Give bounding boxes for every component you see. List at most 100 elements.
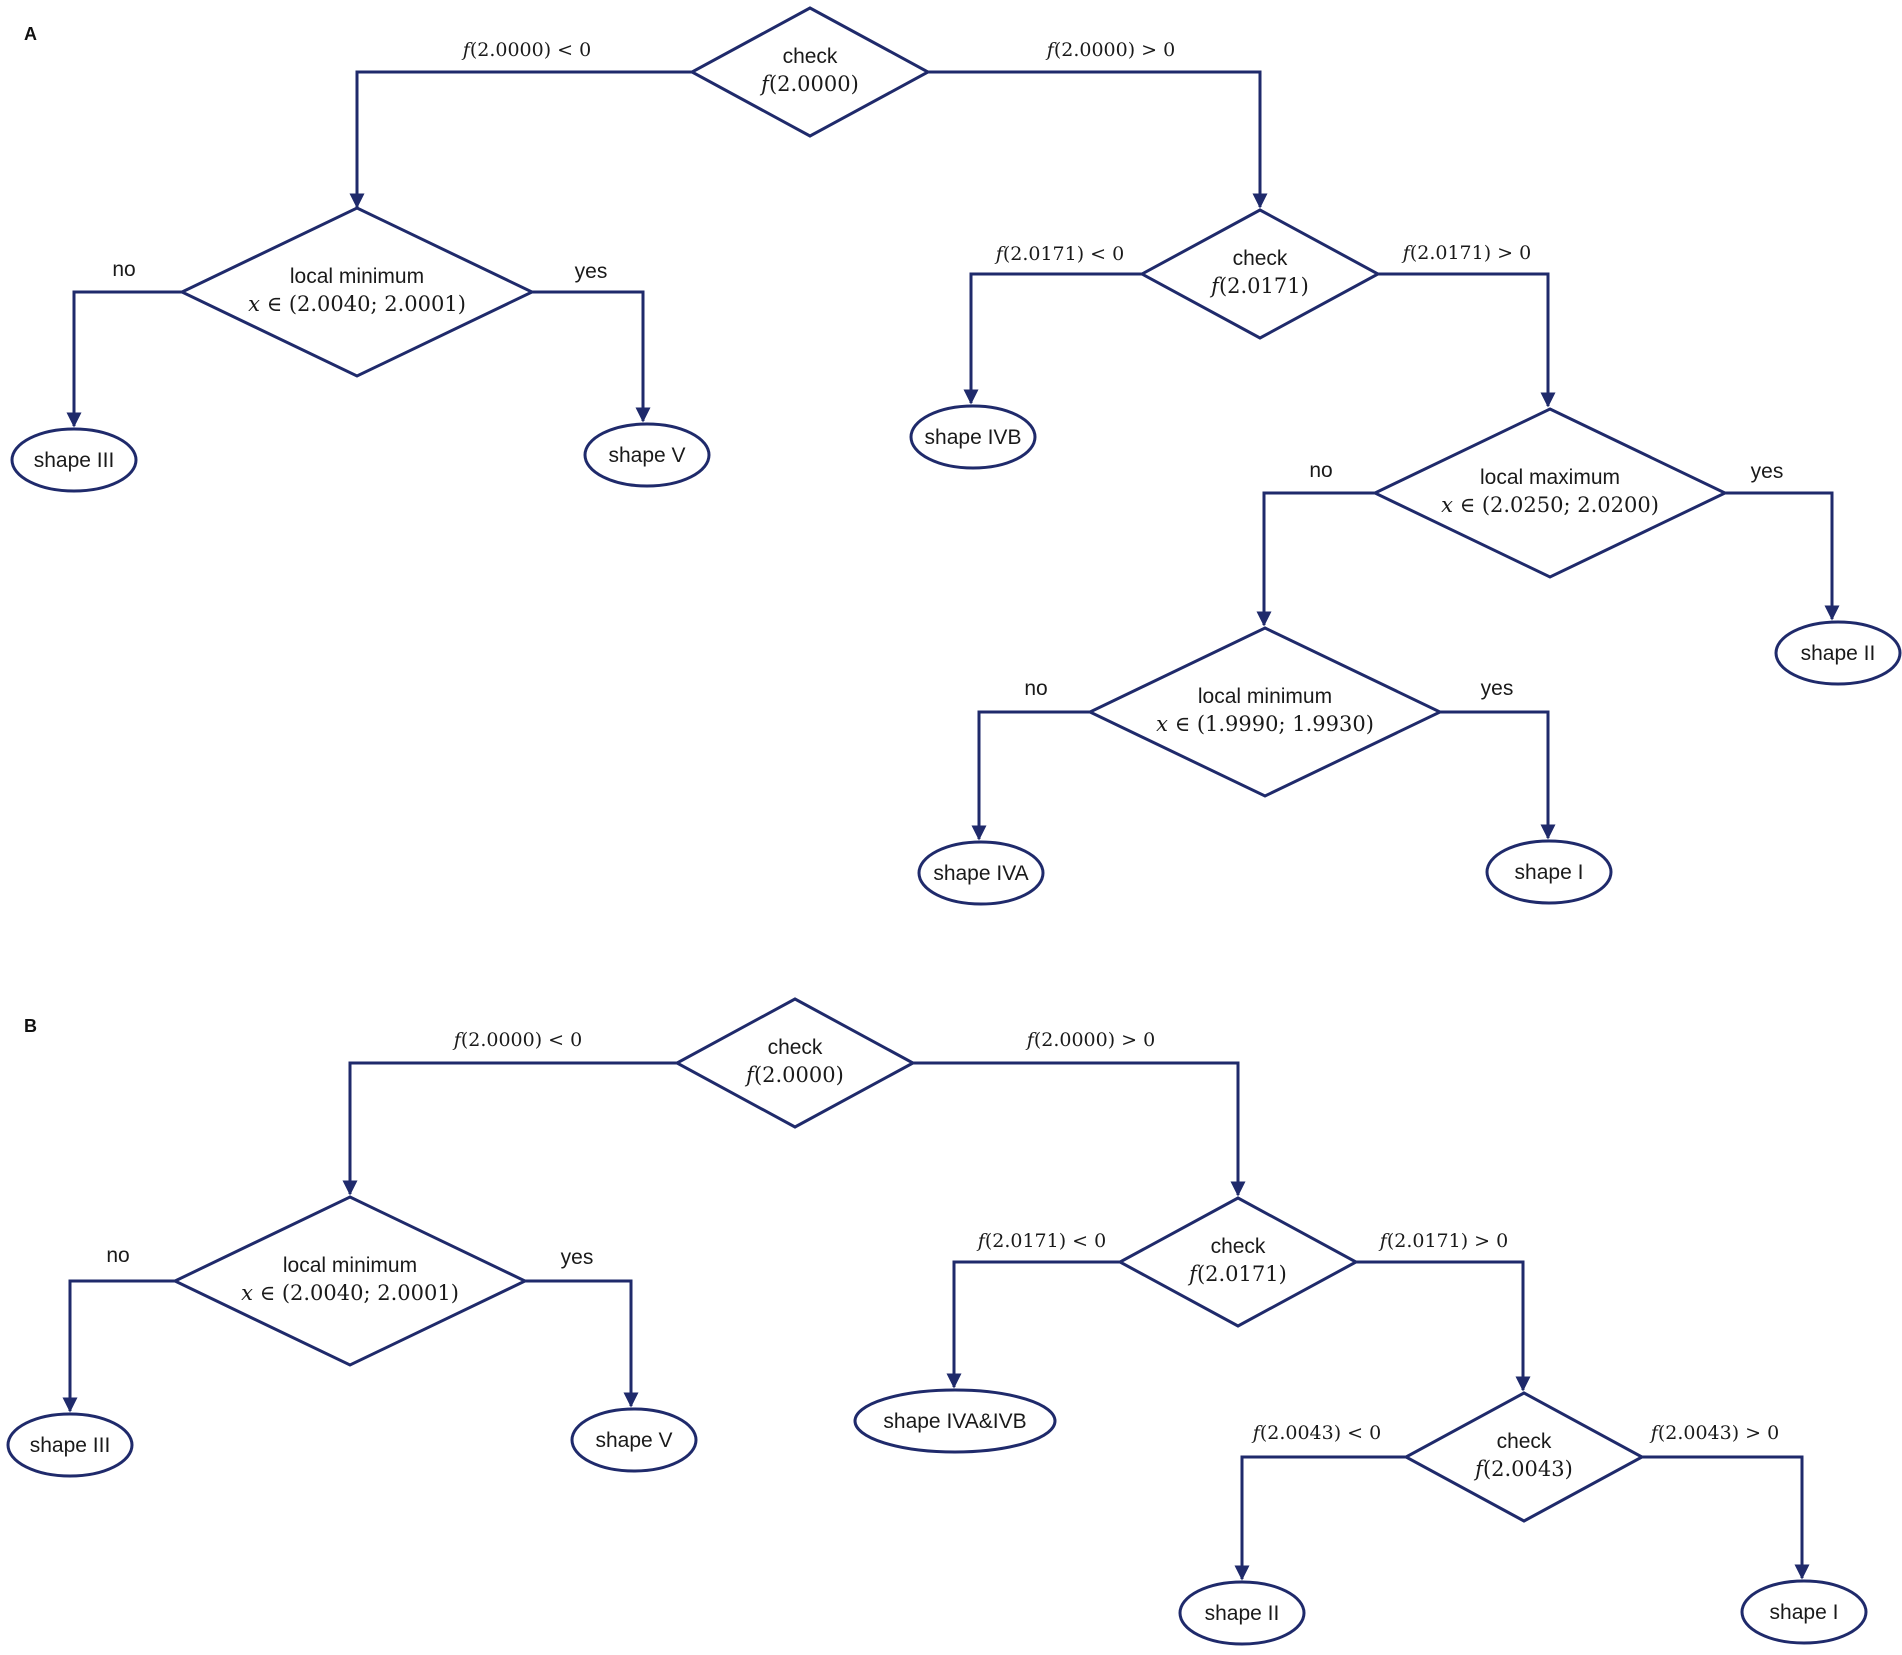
terminal-label: shape III — [30, 1434, 111, 1457]
terminal-ellipse — [10, 427, 138, 493]
edge-label: yes — [1751, 460, 1784, 483]
connector-a-locmin-no — [66, 290, 182, 428]
edge-label: 𝑓(2.0043) < 0 — [1251, 1422, 1381, 1444]
terminal-ellipse — [6, 1412, 134, 1478]
terminal-label: shape V — [595, 1429, 672, 1452]
edge-label: no — [106, 1244, 129, 1267]
terminal-node-b-t4ab: shape IVA&IVB — [853, 1388, 1057, 1454]
connector-b-check3-right — [1642, 1455, 1810, 1580]
panel-letter-a: A — [24, 24, 37, 44]
terminal-label: shape II — [1205, 1602, 1280, 1625]
terminal-label: shape I — [1515, 861, 1584, 884]
decision-node-a-root: check 𝑓(2.0000) — [688, 6, 932, 138]
terminal-node-a-t1: shape I — [1485, 839, 1613, 905]
terminal-ellipse — [917, 840, 1045, 906]
edge-label: no — [1309, 459, 1332, 482]
decision-diamond — [1086, 626, 1444, 798]
decision-text-line: local minimum — [283, 1254, 417, 1277]
terminal-node-a-t3: shape III — [10, 427, 138, 493]
edge-label: yes — [1481, 677, 1514, 700]
decision-node-b-root: check 𝑓(2.0000) — [673, 997, 917, 1129]
terminal-ellipse — [583, 422, 711, 488]
terminal-ellipse — [909, 404, 1037, 470]
terminal-label: shape II — [1801, 642, 1876, 665]
terminal-node-b-t2: shape II — [1178, 1580, 1306, 1646]
terminal-label: shape I — [1770, 1601, 1839, 1624]
decision-text-line: check — [768, 1036, 823, 1059]
terminal-label: shape IVB — [925, 426, 1022, 449]
decision-text-line: 𝑓(2.0171) — [1187, 1262, 1287, 1286]
terminal-label: shape IVA — [933, 862, 1028, 885]
terminal-node-a-t2: shape II — [1774, 620, 1902, 686]
decision-diamond — [1116, 1196, 1360, 1328]
decision-node-a-locmin: local minimum 𝑥 ∈ (2.0040; 2.0001) — [178, 206, 536, 378]
decision-text-line: 𝑓(2.0171) — [1209, 274, 1309, 298]
decision-text-line: 𝑥 ∈ (2.0040; 2.0001) — [241, 1281, 459, 1305]
decision-text-line: 𝑓(2.0000) — [759, 72, 859, 96]
edge-label: 𝑓(2.0000) < 0 — [452, 1029, 582, 1051]
decision-diamond — [673, 997, 917, 1129]
edge-label: 𝑓(2.0171) < 0 — [976, 1230, 1106, 1252]
connector-a-locmin2-no — [971, 710, 1090, 841]
decision-node-b-locmin: local minimum 𝑥 ∈ (2.0040; 2.0001) — [171, 1195, 529, 1367]
edge-label: 𝑓(2.0171) < 0 — [994, 243, 1124, 265]
edge-label: 𝑓(2.0171) > 0 — [1401, 242, 1531, 264]
connector-b-locmin-no — [62, 1279, 175, 1413]
terminal-node-a-t4b: shape IVB — [909, 404, 1037, 470]
terminal-label: shape IVA&IVB — [883, 1410, 1026, 1433]
terminal-node-a-t5: shape V — [583, 422, 711, 488]
connector-b-check3-left — [1234, 1455, 1406, 1581]
edge-label: 𝑓(2.0171) > 0 — [1378, 1230, 1508, 1252]
connector-a-check2-right — [1378, 272, 1556, 408]
connector-a-root-right — [928, 70, 1268, 209]
terminal-node-a-t4a: shape IVA — [917, 840, 1045, 906]
decision-diamond — [1371, 407, 1729, 579]
decision-text-line: 𝑥 ∈ (2.0040; 2.0001) — [248, 292, 466, 316]
panel-letter-b: B — [24, 1016, 37, 1036]
decision-text-line: local maximum — [1480, 466, 1620, 489]
terminal-label: shape III — [34, 449, 115, 472]
terminal-node-b-t3: shape III — [6, 1412, 134, 1478]
node-layer: check 𝑓(2.0000) local minimum 𝑥 ∈ (2.0040; … — [6, 6, 1902, 1646]
decision-text-line: check — [1497, 1430, 1552, 1453]
decision-text-line: 𝑓(2.0043) — [1473, 1457, 1573, 1481]
connector-a-locmax-no — [1256, 491, 1375, 627]
terminal-ellipse — [1740, 1579, 1868, 1645]
terminal-ellipse — [1485, 839, 1613, 905]
connector-a-locmin-yes — [532, 290, 651, 423]
decision-text-line: check — [1233, 247, 1288, 270]
decision-text-line: 𝑓(2.0000) — [744, 1063, 844, 1087]
connector-b-check2-left — [946, 1260, 1120, 1389]
terminal-node-b-t1: shape I — [1740, 1579, 1868, 1645]
edge-label: 𝑓(2.0043) > 0 — [1649, 1422, 1779, 1444]
decision-text-line: check — [1211, 1235, 1266, 1258]
terminal-ellipse — [1774, 620, 1902, 686]
connector-b-root-left — [342, 1061, 677, 1196]
terminal-label: shape V — [608, 444, 685, 467]
edge-label: yes — [575, 260, 608, 283]
connector-b-check2-right — [1356, 1260, 1531, 1392]
decision-text-line: check — [783, 45, 838, 68]
decision-text-line: 𝑥 ∈ (2.0250; 2.0200) — [1441, 493, 1659, 517]
decision-text-line: local minimum — [1198, 685, 1332, 708]
decision-node-b-check2: check 𝑓(2.0171) — [1116, 1196, 1360, 1328]
decision-diamond — [171, 1195, 529, 1367]
terminal-ellipse — [1178, 1580, 1306, 1646]
connector-a-locmin2-yes — [1440, 710, 1556, 840]
connector-b-root-right — [913, 1061, 1246, 1197]
decision-text-line: local minimum — [290, 265, 424, 288]
connector-a-root-left — [349, 70, 692, 209]
decision-node-a-locmax: local maximum 𝑥 ∈ (2.0250; 2.0200) — [1371, 407, 1729, 579]
connector-b-locmin-yes — [525, 1279, 639, 1408]
decision-diamond — [178, 206, 536, 378]
decision-diamond — [688, 6, 932, 138]
connector-a-locmax-yes — [1725, 491, 1840, 621]
terminal-node-b-t5: shape V — [570, 1407, 698, 1473]
decision-diamond — [1138, 208, 1382, 340]
edge-label: 𝑓(2.0000) < 0 — [461, 39, 591, 61]
edge-label: no — [1024, 677, 1047, 700]
edge-label: no — [112, 258, 135, 281]
